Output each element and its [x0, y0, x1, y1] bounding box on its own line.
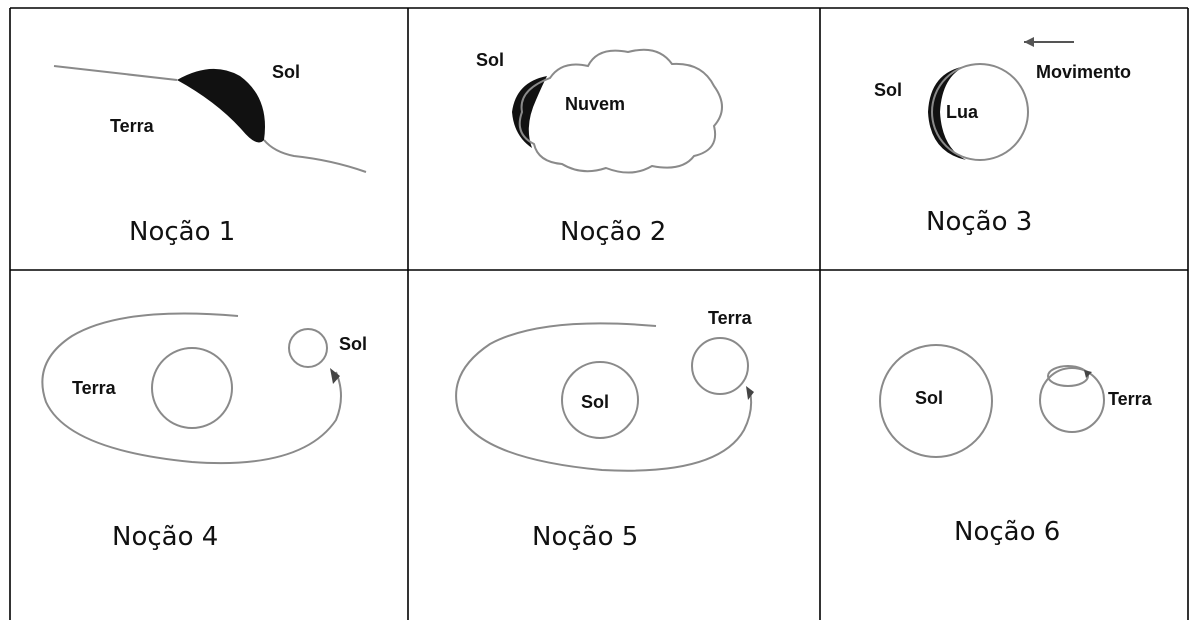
earth-label: Terra: [1108, 389, 1153, 409]
moon-label: Lua: [946, 102, 979, 122]
earth-label: Terra: [72, 378, 117, 398]
caption-notion-5: Noção 5: [532, 522, 638, 552]
sun-circle: [879, 344, 993, 458]
horizon-line-right: [263, 139, 367, 173]
earth-label: Terra: [110, 116, 155, 136]
panel-5: Terra Sol Noção 5: [455, 308, 754, 552]
earth-orbit-path: [455, 322, 753, 472]
orbit-arrow-icon: [330, 368, 340, 384]
motion-arrow-head-icon: [1024, 37, 1034, 47]
panel-6: Sol Terra Noção 6: [879, 344, 1153, 547]
moon-circle: [931, 63, 1029, 161]
caption-notion-6: Noção 6: [954, 517, 1060, 547]
sun-behind-cloud-shape: [512, 76, 547, 148]
sun-label: Sol: [915, 388, 943, 408]
earth-circle: [691, 337, 749, 395]
sun-label: Sol: [272, 62, 300, 82]
earth-circle: [151, 347, 233, 429]
setting-sun-shape: [177, 68, 265, 143]
panel-1: Sol Terra Noção 1: [53, 62, 367, 247]
sun-label: Sol: [581, 392, 609, 412]
orbit-arrow-icon: [746, 386, 754, 400]
caption-notion-4: Noção 4: [112, 522, 218, 552]
earth-label: Terra: [708, 308, 753, 328]
motion-label: Movimento: [1036, 62, 1131, 82]
sun-orbit-path: [41, 312, 342, 465]
sun-circle: [561, 361, 639, 439]
sun-label: Sol: [339, 334, 367, 354]
cloud-shape: [518, 48, 723, 174]
cloud-label: Nuvem: [565, 94, 625, 114]
panel-4: Terra Sol Noção 4: [41, 312, 367, 552]
earth-circle: [1039, 367, 1105, 433]
caption-notion-2: Noção 2: [560, 217, 666, 247]
panel-2: Sol Nuvem Noção 2: [476, 48, 723, 247]
grid-lines: [9, 7, 1189, 620]
sun-label: Sol: [874, 80, 902, 100]
caption-notion-1: Noção 1: [129, 217, 235, 247]
horizon-line-left: [53, 65, 178, 81]
panel-3: Sol Lua Movimento Noção 3: [874, 37, 1131, 237]
sun-circle: [288, 328, 328, 368]
sun-label: Sol: [476, 50, 504, 70]
caption-notion-3: Noção 3: [926, 207, 1032, 237]
rotation-arrow-icon: [1084, 370, 1092, 378]
